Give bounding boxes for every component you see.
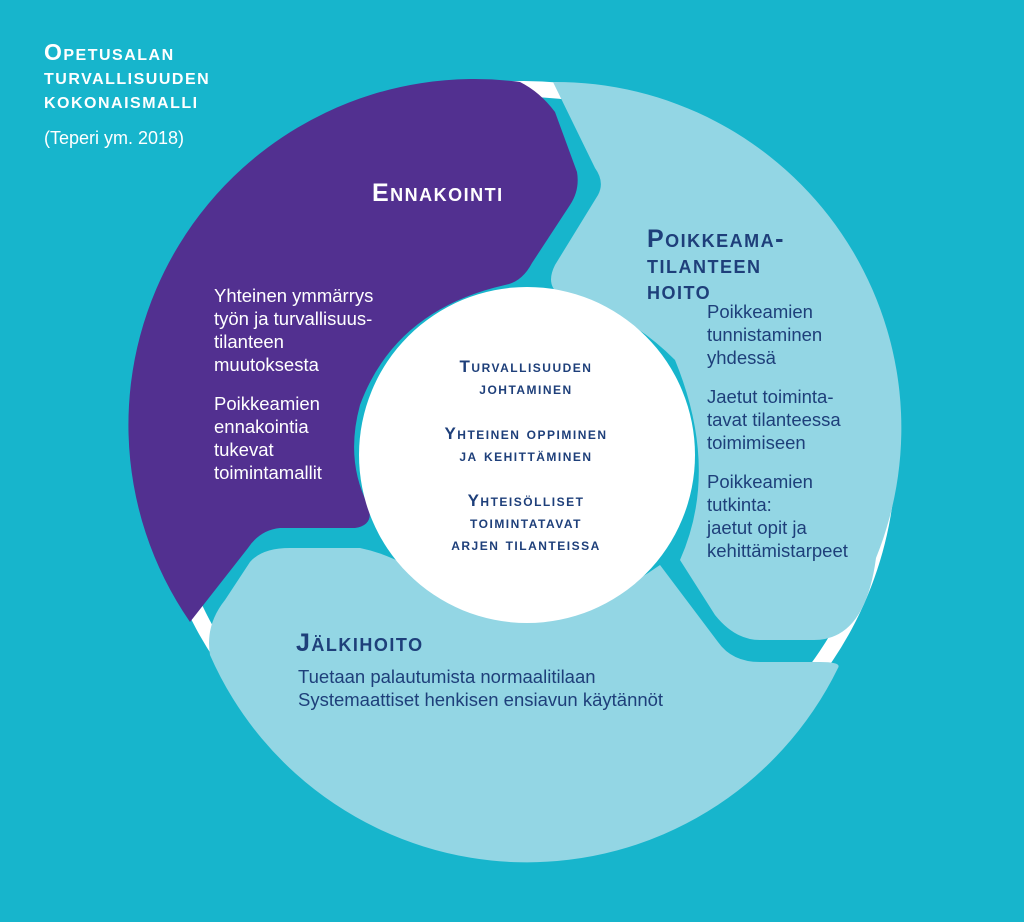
text-line: ja kehittäminen (459, 446, 593, 465)
text-line: Yhteinen ymmärrys (214, 285, 374, 306)
title-line: tilanteen (647, 251, 762, 279)
segment-ennakointi (128, 78, 578, 622)
poikkeama-item: Jaetut toiminta- tavat tilanteessa toimi… (707, 385, 897, 454)
text-line: toimintamallit (214, 462, 322, 483)
poikkeamatilanteen-hoito-items: Poikkeamien tunnistaminen yhdessä Jaetut… (707, 300, 897, 578)
center-item: Yhteinen oppiminen ja kehittäminen (395, 423, 657, 467)
center-items: Turvallisuuden johtaminen Yhteinen oppim… (395, 356, 657, 579)
text-line: Turvallisuuden (459, 357, 593, 376)
jalkihoito-item: Tuetaan palautumista normaalitilaan (298, 666, 596, 687)
text-line: tavat tilanteessa (707, 409, 841, 430)
text-line: työn ja turvallisuus- (214, 308, 373, 329)
title-line: turvallisuuden (44, 63, 211, 89)
text-line: muutoksesta (214, 354, 319, 375)
jalkihoito-title: Jälkihoito (296, 629, 424, 657)
text-line: Poikkeamien (707, 471, 813, 492)
text-line: Yhteisölliset (467, 491, 585, 510)
citation: (Teperi ym. 2018) (44, 128, 185, 148)
text-line: tukevat (214, 439, 274, 460)
segment-jalkihoito (209, 548, 839, 863)
center-item: Turvallisuuden johtaminen (395, 356, 657, 400)
title-line: Opetusalan (44, 39, 175, 65)
text-line: tutkinta: (707, 494, 772, 515)
text-line: toimintatavat (470, 513, 582, 532)
text-line: Yhteinen oppiminen (444, 424, 608, 443)
text-line: Jaetut toiminta- (707, 386, 834, 407)
ennakointi-item: Yhteinen ymmärrys työn ja turvallisuus- … (214, 284, 414, 376)
text-line: tilanteen (214, 331, 284, 352)
poikkeama-item: Poikkeamien tutkinta: jaetut opit ja keh… (707, 470, 897, 562)
jalkihoito-item: Systemaattiset henkisen ensiavun käytänn… (298, 689, 664, 710)
diagram-title: Opetusalan turvallisuuden kokonaismalli (44, 40, 210, 112)
text-line: toimimiseen (707, 432, 806, 453)
ennakointi-title: Ennakointi (372, 179, 504, 207)
ennakointi-items: Yhteinen ymmärrys työn ja turvallisuus- … (214, 284, 414, 500)
center-item: Yhteisölliset toimintatavat arjen tilant… (395, 490, 657, 556)
text-line: yhdessä (707, 347, 776, 368)
segment-poikkeamatilanteen-hoito (551, 81, 902, 640)
title-line: Poikkeama- (647, 225, 785, 253)
poikkeamatilanteen-hoito-title: Poikkeama- tilanteen hoito (647, 226, 785, 304)
text-line: jaetut opit ja (707, 517, 807, 538)
ennakointi-item: Poikkeamien ennakointia tukevat toiminta… (214, 392, 414, 484)
title-line: kokonaismalli (44, 87, 199, 113)
center-white-circle (359, 287, 695, 623)
title-line: hoito (647, 277, 712, 305)
text-line: kehittämistarpeet (707, 540, 848, 561)
text-line: johtaminen (479, 379, 573, 398)
text-line: ennakointia (214, 416, 309, 437)
text-line: Poikkeamien (214, 393, 320, 414)
text-line: tunnistaminen (707, 324, 823, 345)
text-line: Poikkeamien (707, 301, 813, 322)
poikkeama-item: Poikkeamien tunnistaminen yhdessä (707, 300, 897, 369)
text-line: arjen tilanteissa (451, 535, 601, 554)
jalkihoito-items: Tuetaan palautumista normaalitilaan Syst… (298, 665, 798, 711)
